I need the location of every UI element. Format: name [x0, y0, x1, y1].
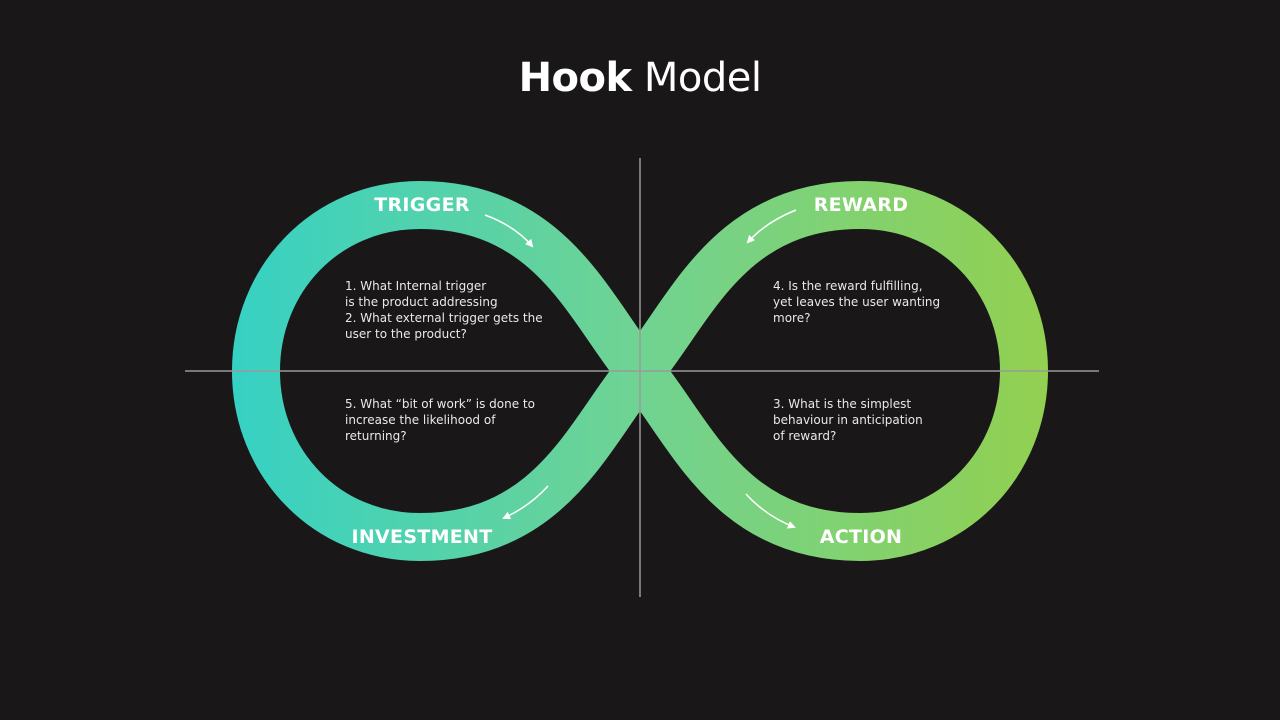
action-label: ACTION — [819, 526, 903, 548]
title-regular: Model — [643, 55, 762, 101]
reward-questions: 4. Is the reward fulfilling, yet leaves … — [773, 279, 941, 325]
reward-label: REWARD — [813, 194, 909, 216]
investment-arrow-icon — [502, 485, 549, 520]
title-bold: Hook — [518, 55, 633, 101]
trigger-arrow-icon — [484, 214, 534, 248]
action-questions: 3. What is the simplest behaviour in ant… — [773, 397, 923, 443]
investment-label: INVESTMENT — [351, 526, 493, 548]
reward-arrow-icon — [746, 209, 797, 244]
action-arrow-icon — [745, 493, 796, 529]
investment-questions: 5. What “bit of work” is done to increas… — [345, 397, 535, 443]
trigger-label: TRIGGER — [374, 194, 470, 216]
slide-title: Hook Model — [0, 52, 1280, 104]
trigger-questions: 1. What Internal trigger is the product … — [345, 279, 543, 341]
